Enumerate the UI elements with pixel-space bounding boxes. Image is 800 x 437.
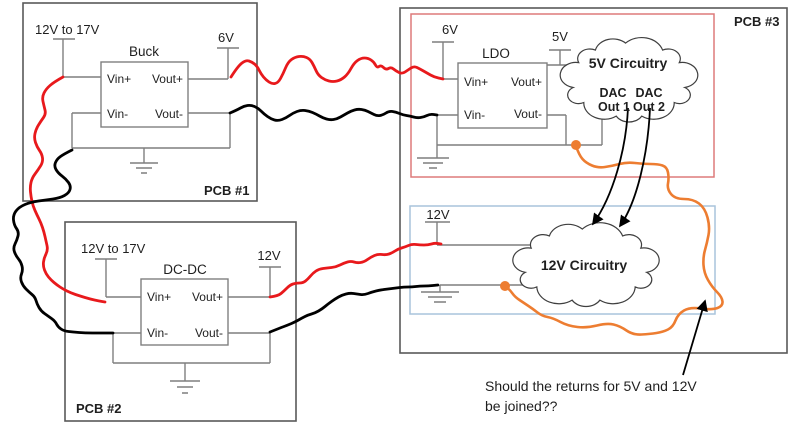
pcb1-title: PCB #1 (204, 183, 250, 198)
pcb3-board-outline (399, 7, 788, 354)
question-text-line1: Should the returns for 5V and 12V (485, 378, 697, 394)
pcb1-return-trace (71, 112, 231, 163)
pcb1-input-rail-trace (53, 38, 101, 78)
ldo-pin-vin-plus: Vin+ (464, 75, 488, 89)
buck-label: Buck (129, 44, 159, 59)
question-pointer-arrow (682, 299, 708, 376)
pcb1-input-rail-label: 12V to 17V (35, 22, 100, 37)
pcb2-input-rail-label: 12V to 17V (81, 241, 146, 256)
5v-circuitry-cloud (559, 36, 699, 123)
12v-circuitry-label: 12V Circuitry (541, 257, 628, 273)
ldo-input-rail-label: 6V (442, 22, 458, 37)
converter-boxes (100, 61, 548, 346)
dac-out2-label-line2: Out 2 (633, 100, 665, 114)
ldo-pin-vin-minus: Vin- (464, 108, 485, 122)
dcdc-pin-vin-minus: Vin- (147, 326, 168, 340)
dcdc-pin-vout-minus: Vout- (195, 326, 223, 340)
pcb2-ground-symbol (170, 380, 200, 394)
pcb1-output-rail-trace (188, 47, 239, 80)
dac-out1-label-line2: Out 1 (598, 100, 630, 114)
dac-out1-label-line1: DAC (599, 86, 626, 100)
12v-return-trace (439, 284, 534, 292)
dcdc-pin-vout-plus: Vout+ (192, 290, 223, 304)
pcb3-5v-ground-symbol (417, 157, 449, 169)
dac-out1-arrow (591, 107, 629, 226)
ldo-pin-vout-plus: Vout+ (511, 75, 542, 89)
wire-6v-supply (229, 54, 445, 85)
circuit-traces (53, 38, 603, 394)
dcdc-label: DC-DC (163, 262, 207, 277)
pcb1-ground-symbol (130, 162, 158, 174)
ldo-output-rail-label: 5V (552, 29, 568, 44)
buck-pin-vin-minus: Vin- (107, 107, 128, 121)
pcb3-12v-ground-symbol (421, 291, 459, 303)
12v-return-junction-dot (500, 281, 510, 291)
question-text-line2: be joined?? (485, 398, 558, 414)
pcb3-title: PCB #3 (734, 14, 780, 29)
12v-rail-label: 12V (426, 207, 449, 222)
ldo-label: LDO (482, 46, 510, 61)
12v-supply-trace (425, 221, 533, 246)
ldo-input-rail-trace (432, 41, 458, 80)
pcb1-output-rail-label: 6V (218, 30, 234, 45)
wire-12v-supply (268, 241, 443, 299)
pcb2-input-rail-trace (95, 258, 141, 298)
pcb1-board-outline (22, 2, 258, 202)
wire-6v-return (228, 103, 439, 122)
12v-circuitry-cloud (512, 222, 660, 308)
ldo-pin-vout-minus: Vout- (514, 107, 542, 121)
wire-input-return-daisychain (12, 148, 115, 335)
wire-12v-return (268, 283, 440, 334)
pcb2-return-trace (112, 332, 271, 381)
buck-pin-vin-plus: Vin+ (107, 72, 131, 86)
pcb3-12v-region-outline (409, 205, 716, 315)
pcb2-output-rail-trace (228, 266, 281, 298)
buck-pin-vout-minus: Vout- (155, 107, 183, 121)
5v-circuitry-label: 5V Circuitry (589, 55, 668, 71)
wire-input-supply-daisychain (28, 75, 107, 304)
buck-pin-vout-plus: Vout+ (152, 72, 183, 86)
buck-converter-box (100, 61, 189, 128)
dac-out2-label-line1: DAC (635, 86, 662, 100)
dac-out2-arrow (618, 107, 651, 228)
ldo-regulator-box (457, 62, 548, 129)
pcb3-5v-region-outline (410, 13, 715, 178)
pcb2-output-rail-label: 12V (257, 248, 280, 263)
5v-return-junction-dot (571, 140, 581, 150)
pcb2-title: PCB #2 (76, 401, 122, 416)
dcdc-pin-vin-plus: Vin+ (147, 290, 171, 304)
wire-joined-returns (503, 144, 724, 336)
dcdc-converter-box (140, 278, 229, 346)
ldo-return-trace (436, 114, 603, 158)
